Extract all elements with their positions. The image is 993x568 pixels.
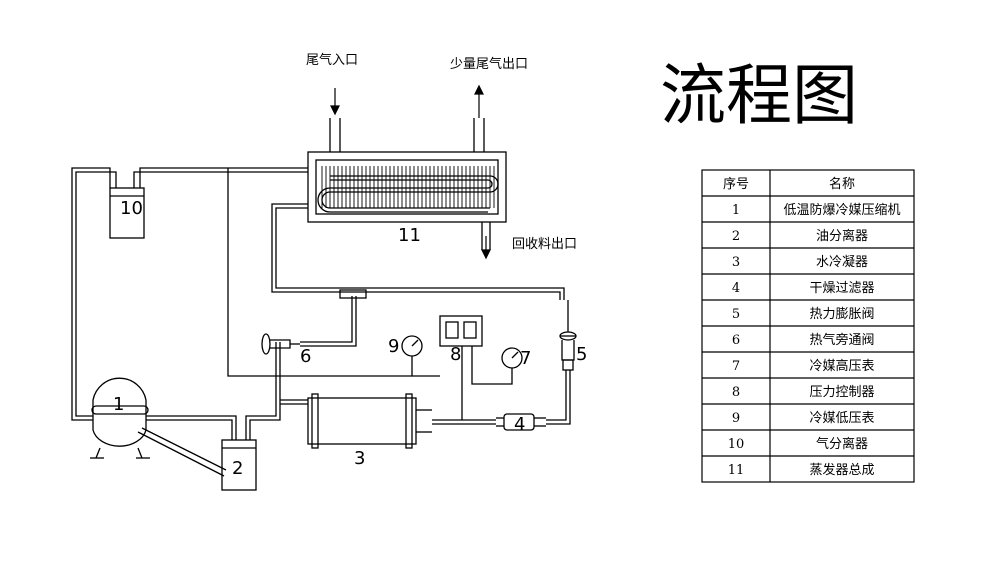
dryer-filter — [496, 413, 546, 431]
high-pressure-gauge — [501, 347, 523, 369]
table-cell-index: 10 — [728, 437, 745, 452]
table-cell-name: 气分离器 — [816, 436, 868, 452]
diagram-labels: 尾气入口 少量尾气出口 回收料出口 10 11 1 2 3 4 5 6 7 8 … — [113, 52, 858, 479]
table-cell-index: 9 — [732, 411, 740, 426]
evaporator-assembly — [307, 151, 507, 223]
thermal-expansion-valve — [559, 300, 577, 371]
label-6: 6 — [300, 346, 311, 367]
table-cell-index: 11 — [728, 463, 745, 478]
table-cell-name: 热气旁通阀 — [809, 332, 874, 348]
table-cell-name: 油分离器 — [816, 228, 868, 244]
label-7: 7 — [520, 348, 531, 369]
filter-tap — [339, 289, 367, 299]
label-4: 4 — [514, 414, 525, 435]
table-cell-name: 冷媒高压表 — [809, 358, 874, 374]
water-condenser — [307, 393, 432, 449]
table-cell-name: 冷媒低压表 — [809, 411, 874, 426]
table-header-index: 序号 — [723, 177, 749, 192]
label-11: 11 — [398, 225, 421, 246]
pressure-controller — [439, 315, 483, 347]
hot-gas-bypass-valve — [261, 333, 300, 355]
recovery-outlet-label: 回收料出口 — [512, 237, 577, 252]
table-cell-name: 低温防爆冷媒压缩机 — [783, 202, 900, 218]
legend-table: 序号 名称 1 低温防爆冷媒压缩机 2 油分离器 3 水冷凝器 4 干燥过滤器 5 热力膨胀阀 6 热气旁… — [701, 169, 915, 483]
pipe-network — [71, 118, 571, 477]
table-cell-index: 3 — [732, 255, 740, 270]
label-10: 10 — [120, 198, 143, 219]
table-cell-name: 水冷凝器 — [816, 254, 868, 270]
oil-separator — [221, 439, 257, 491]
page-title: 流程图 — [660, 57, 858, 134]
gas-outlet-label: 少量尾气出口 — [450, 56, 528, 72]
table-cell-index: 7 — [732, 359, 740, 374]
label-8: 8 — [450, 344, 461, 365]
table-cell-name: 蒸发器总成 — [809, 462, 874, 478]
label-2: 2 — [232, 458, 243, 479]
label-1: 1 — [113, 394, 124, 415]
flow-arrows — [330, 84, 491, 260]
table-cell-name: 压力控制器 — [809, 385, 874, 400]
table-cell-name: 干燥过滤器 — [809, 281, 874, 296]
table-cell-index: 8 — [732, 385, 740, 400]
label-3: 3 — [354, 448, 365, 469]
table-cell-index: 1 — [732, 203, 740, 218]
table-header-name: 名称 — [829, 176, 855, 192]
table-cell-index: 2 — [732, 229, 740, 244]
compressor — [90, 377, 150, 459]
table-cell-index: 5 — [732, 307, 740, 322]
low-pressure-gauge — [401, 335, 423, 362]
label-9: 9 — [388, 336, 399, 357]
table-cell-index: 6 — [732, 333, 740, 348]
gas-inlet-label: 尾气入口 — [306, 52, 358, 68]
label-5: 5 — [576, 344, 587, 365]
table-cell-index: 4 — [732, 281, 740, 296]
gas-separator — [109, 187, 145, 239]
table-cell-name: 热力膨胀阀 — [809, 307, 874, 322]
